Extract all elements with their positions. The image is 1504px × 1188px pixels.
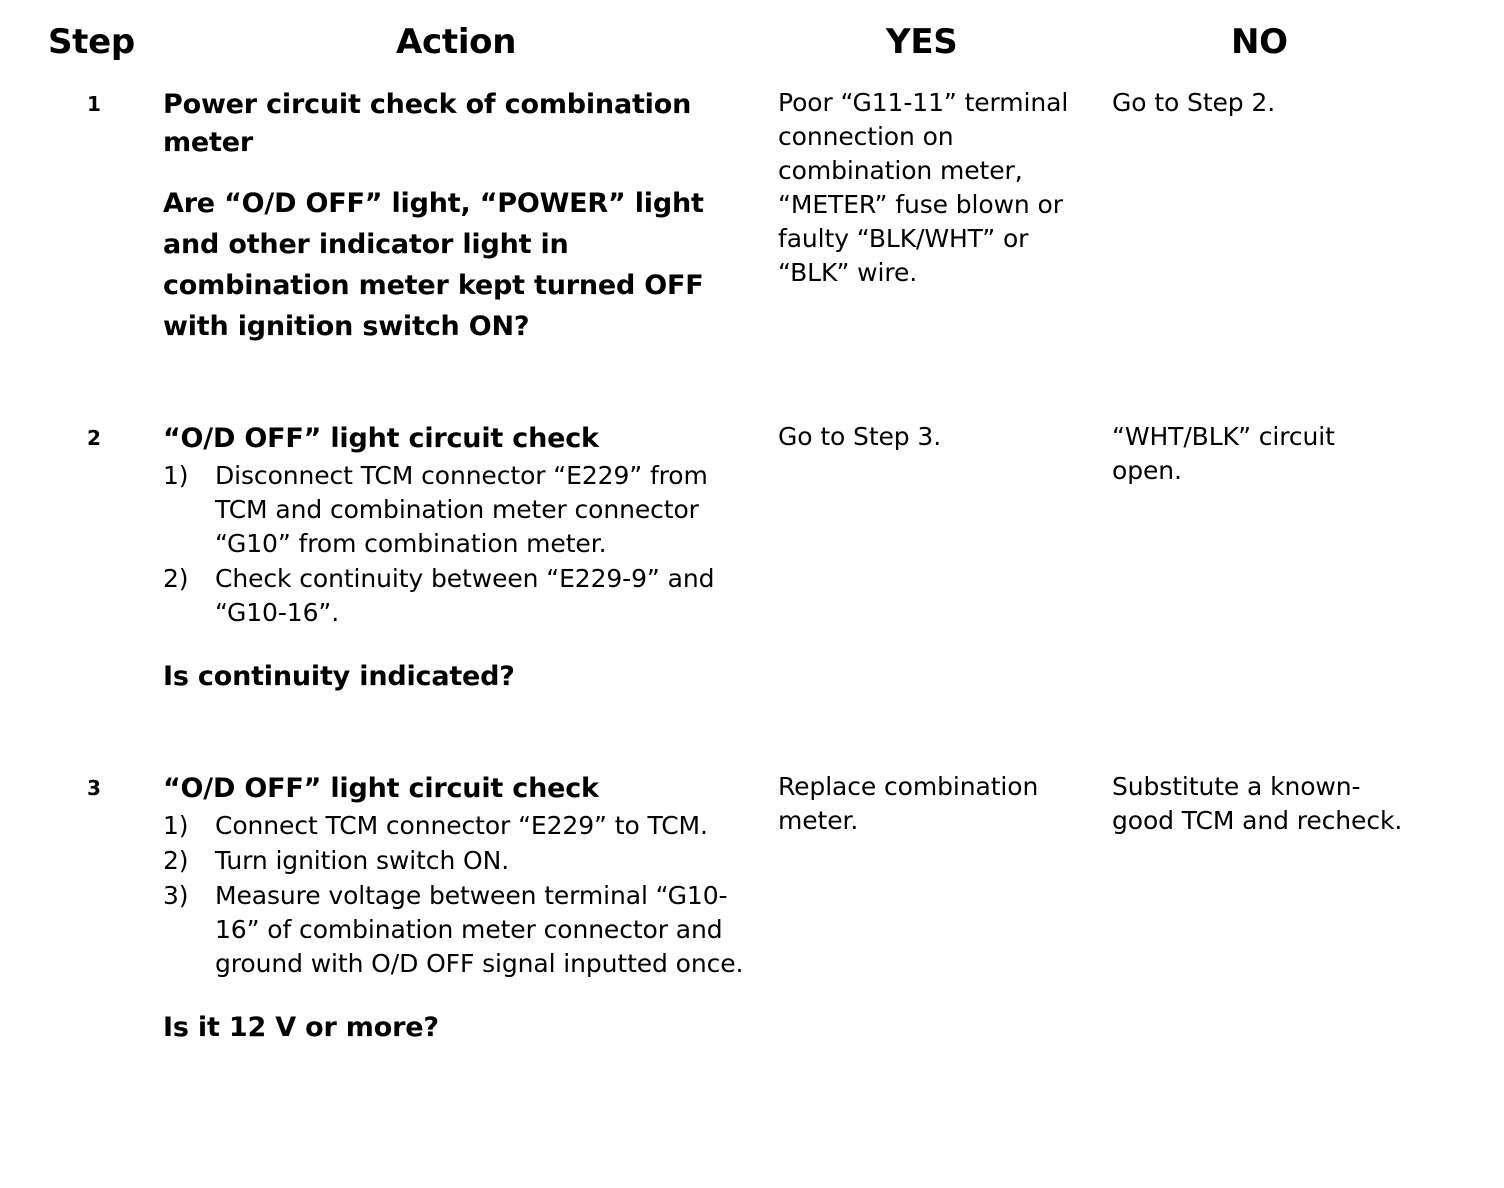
list-text: Turn ignition switch ON. bbox=[215, 846, 510, 875]
list-text: Measure voltage between terminal “G10-16… bbox=[215, 881, 744, 978]
list-item: 2) Turn ignition switch ON. bbox=[163, 844, 749, 878]
table-header-row: Step Action YES NO bbox=[0, 22, 1504, 70]
step-number: 3 bbox=[87, 776, 101, 800]
table-row: 1 Power circuit check of combination met… bbox=[0, 86, 1504, 420]
yes-cell: Go to Step 3. bbox=[778, 422, 942, 451]
list-item: 1) Connect TCM connector “E229” to TCM. bbox=[163, 809, 749, 843]
yes-cell: Replace combination meter. bbox=[778, 772, 1039, 835]
table-row: 3 “O/D OFF” light circuit check 1) Conne… bbox=[0, 770, 1504, 1150]
action-step-list: 1) Connect TCM connector “E229” to TCM. … bbox=[163, 809, 749, 981]
step-number: 2 bbox=[87, 426, 101, 450]
no-cell: “WHT/BLK” circuit open. bbox=[1112, 422, 1335, 485]
list-item: 3) Measure voltage between terminal “G10… bbox=[163, 879, 749, 981]
list-item: 1) Disconnect TCM connector “E229” from … bbox=[163, 459, 749, 561]
column-header-step: Step bbox=[48, 22, 135, 62]
list-text: Disconnect TCM connector “E229” from TCM… bbox=[215, 461, 708, 558]
list-marker: 3) bbox=[163, 881, 189, 910]
step-number: 1 bbox=[87, 92, 101, 116]
yes-cell: Poor “G11-11” terminal connection on com… bbox=[778, 88, 1069, 287]
action-cell: Power circuit check of combination meter… bbox=[163, 86, 749, 347]
list-marker: 1) bbox=[163, 461, 189, 490]
list-text: Connect TCM connector “E229” to TCM. bbox=[215, 811, 708, 840]
column-header-action: Action bbox=[396, 22, 517, 62]
list-marker: 2) bbox=[163, 564, 189, 593]
action-question: Are “O/D OFF” light, “POWER” light and o… bbox=[163, 188, 704, 342]
no-cell: Substitute a known-good TCM and recheck. bbox=[1112, 772, 1403, 835]
action-title: “O/D OFF” light circuit check bbox=[163, 773, 599, 804]
action-question: Is continuity indicated? bbox=[163, 661, 515, 692]
action-cell: “O/D OFF” light circuit check 1) Disconn… bbox=[163, 420, 749, 697]
list-item: 2) Check continuity between “E229-9” and… bbox=[163, 562, 749, 630]
table-body: 1 Power circuit check of combination met… bbox=[0, 86, 1504, 1150]
table-row: 2 “O/D OFF” light circuit check 1) Disco… bbox=[0, 420, 1504, 770]
no-cell: Go to Step 2. bbox=[1112, 88, 1276, 117]
column-header-no: NO bbox=[1231, 22, 1288, 62]
action-title: “O/D OFF” light circuit check bbox=[163, 423, 599, 454]
action-step-list: 1) Disconnect TCM connector “E229” from … bbox=[163, 459, 749, 630]
column-header-yes: YES bbox=[886, 22, 958, 62]
action-title: Power circuit check of combination meter bbox=[163, 89, 692, 158]
list-text: Check continuity between “E229-9” and “G… bbox=[215, 564, 715, 627]
list-marker: 2) bbox=[163, 846, 189, 875]
action-cell: “O/D OFF” light circuit check 1) Connect… bbox=[163, 770, 749, 1048]
action-question: Is it 12 V or more? bbox=[163, 1012, 439, 1043]
list-marker: 1) bbox=[163, 811, 189, 840]
